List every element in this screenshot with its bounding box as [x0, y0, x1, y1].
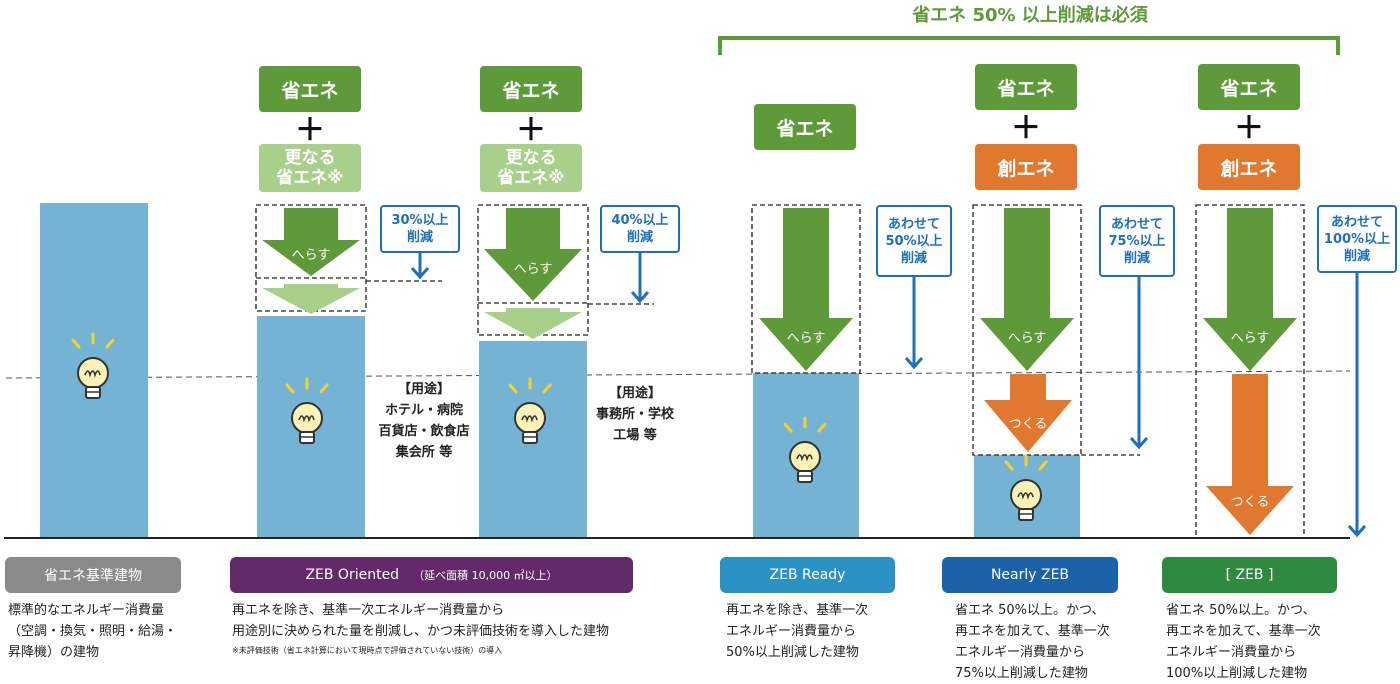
energy-creation-box: 創エネ — [1198, 144, 1300, 190]
create-arrow-nearly — [984, 374, 1072, 452]
energy-saving-box: 省エネ — [754, 104, 856, 150]
lightbulb-icon — [1004, 454, 1048, 521]
plus-sign: ＋ — [516, 113, 546, 148]
reduce-arrow-label: へらす — [513, 261, 553, 277]
requirement-title: 省エネ 50% 以上削減は必須 — [912, 5, 1148, 26]
lightbulb-icon — [71, 332, 115, 399]
reduction-callout-zeb: あわせて 100%以上 削減 — [1317, 205, 1397, 273]
further-reduce-arrow-office — [484, 308, 582, 339]
category-zeb-oriented-sublabel: （延べ面積 10,000 ㎡以上） — [413, 569, 558, 582]
description-nearly-zeb: 省エネ 50%以上。かつ、 再エネを加えて、基準一次 エネルギー消費量から 75… — [955, 603, 1110, 681]
reduce-arrow-hotel — [262, 208, 360, 276]
reduce-arrow-label: へらす — [1230, 330, 1270, 346]
category-zeb-ready: ZEB Ready — [720, 557, 895, 593]
baseline-reference-line — [5, 370, 1351, 379]
description-zeb-oriented: 再エネを除き、基準一次エネルギー消費量から 用途別に決められた量を削減し、かつ未… — [232, 603, 610, 639]
zeb-reduction-frame — [1195, 204, 1305, 539]
reduce-arrow-office — [484, 208, 582, 301]
reduction-callout-nearly: あわせて 75%以上 削減 — [1099, 205, 1175, 277]
description-zeb-ready: 再エネを除き、基準一次 エネルギー消費量から 50%以上削減した建物 — [726, 603, 869, 660]
reduce-arrow-ready — [759, 208, 853, 371]
plus-sign: ＋ — [295, 113, 325, 148]
lightbulb-icon — [783, 416, 827, 483]
reduction-callout-office: 40%以上 削減 — [600, 205, 680, 253]
reduce-arrow-label: へらす — [1007, 330, 1047, 346]
lightbulb-icon — [285, 377, 329, 444]
reduce-arrow-nearly — [980, 208, 1074, 371]
energy-saving-box: 省エネ — [259, 66, 361, 112]
further-reduce-arrow-hotel — [262, 284, 360, 314]
oriented-hotel-reduction-frame — [255, 204, 367, 312]
energy-saving-box: 省エネ — [1198, 64, 1300, 110]
create-arrow-label: つくる — [1008, 416, 1048, 432]
requirement-bracket — [718, 36, 1340, 55]
description-zeb: 省エネ 50%以上。かつ、 再エネを加えて、基準一次 エネルギー消費量から 10… — [1166, 603, 1321, 681]
ready-reduction-frame — [751, 204, 861, 374]
create-arrow-label: つくる — [1230, 494, 1270, 510]
description-standard: 標準的なエネルギー消費量 （空調・換気・照明・給湯・ 昇降機）の建物 — [8, 603, 178, 660]
lightbulb-icon — [508, 377, 552, 444]
energy-saving-box: 省エネ — [975, 64, 1077, 110]
category-zeb-oriented-label: ZEB Oriented — [305, 567, 400, 583]
plus-sign: ＋ — [1011, 111, 1041, 146]
category-zeb-oriented: ZEB Oriented （延べ面積 10,000 ㎡以上） — [230, 557, 633, 593]
usage-hotel: 【用途】 ホテル・病院 百貨店・飲食店 集会所 等 — [378, 382, 470, 460]
description-zeb-oriented-note: ※未評価技術（省エネ計算において現時点で評価されていない技術）の導入 — [232, 646, 503, 655]
create-arrow-zeb — [1206, 374, 1294, 535]
energy-saving-box: 省エネ — [480, 66, 582, 112]
reduction-callout-hotel: 30%以上 削減 — [380, 205, 460, 253]
category-nearly-zeb: Nearly ZEB — [942, 557, 1118, 593]
reduce-arrow-zeb — [1203, 208, 1297, 371]
reduce-arrow-label: へらす — [786, 330, 826, 346]
reduction-callout-ready: あわせて 50%以上 削減 — [876, 205, 952, 277]
energy-creation-box: 創エネ — [975, 144, 1077, 190]
usage-office: 【用途】 事務所・学校 工場 等 — [595, 385, 674, 443]
further-saving-box: 更なる 省エネ※ — [259, 144, 361, 192]
further-saving-box: 更なる 省エネ※ — [480, 144, 582, 192]
category-zeb: [ ZEB ] — [1162, 557, 1337, 593]
category-standard: 省エネ基準建物 — [5, 557, 181, 593]
plus-sign: ＋ — [1234, 111, 1264, 146]
reduce-arrow-label: へらす — [291, 247, 331, 263]
